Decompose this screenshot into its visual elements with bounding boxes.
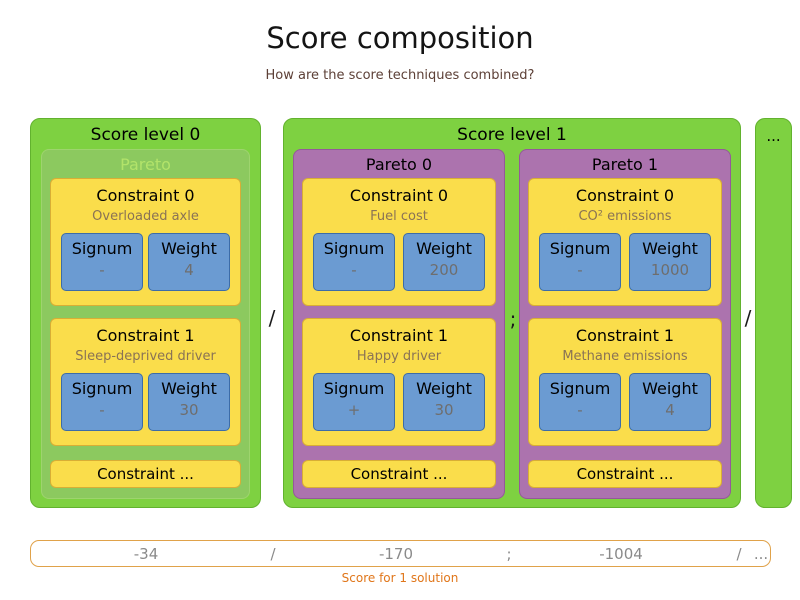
signum-box: Signum - bbox=[61, 373, 143, 431]
score-level-0: Score level 0 Pareto Constraint 0 Overlo… bbox=[30, 118, 261, 508]
constraint-card: Constraint 0 Fuel cost Signum - Weight 2… bbox=[302, 178, 496, 306]
signum-label: Signum bbox=[71, 239, 133, 258]
score-bar-separator: / bbox=[736, 545, 742, 563]
constraint-title: Constraint 1 bbox=[96, 326, 195, 345]
signum-box: Signum - bbox=[61, 233, 143, 291]
signum-label: Signum bbox=[323, 239, 385, 258]
weight-box: Weight 4 bbox=[629, 373, 711, 431]
signum-value: - bbox=[577, 261, 583, 279]
signum-box: Signum - bbox=[539, 233, 621, 291]
score-level-0-label: Score level 0 bbox=[90, 125, 201, 145]
pareto-group-green: Pareto Constraint 0 Overloaded axle Sign… bbox=[41, 149, 250, 499]
more-levels-ellipsis: ... bbox=[766, 127, 781, 145]
constraint-title: Constraint 1 bbox=[575, 326, 675, 345]
constraint-card: Constraint 1 Sleep-deprived driver Signu… bbox=[50, 318, 241, 446]
signum-label: Signum bbox=[323, 379, 385, 398]
pareto-label: Pareto bbox=[120, 155, 171, 174]
constraint-title: Constraint 0 bbox=[349, 186, 449, 205]
constraint-subtitle: Sleep-deprived driver bbox=[75, 349, 216, 364]
diagram-title: Score composition bbox=[266, 21, 534, 55]
weight-label: Weight bbox=[161, 379, 217, 398]
weight-label: Weight bbox=[642, 379, 698, 398]
constraint-title: Constraint 1 bbox=[349, 326, 449, 345]
signum-value: + bbox=[347, 401, 361, 419]
weight-value: 1000 bbox=[650, 261, 690, 279]
weight-label: Weight bbox=[642, 239, 698, 258]
weight-value: 30 bbox=[434, 401, 454, 419]
constraint-card: Constraint 0 CO² emissions Signum - Weig… bbox=[528, 178, 722, 306]
signum-weight-row: Signum + Weight 30 bbox=[303, 364, 495, 431]
weight-label: Weight bbox=[416, 239, 472, 258]
pareto-separator-semicolon: ; bbox=[509, 307, 517, 331]
signum-box: Signum - bbox=[539, 373, 621, 431]
score-bar-ellipsis: ... bbox=[753, 545, 769, 563]
weight-value: 4 bbox=[184, 261, 194, 279]
signum-value: - bbox=[99, 261, 105, 279]
pareto-0-group: Pareto 0 Constraint 0 Fuel cost Signum -… bbox=[293, 149, 505, 499]
signum-weight-row: Signum - Weight 30 bbox=[51, 364, 240, 431]
constraint-subtitle: CO² emissions bbox=[578, 209, 672, 224]
weight-label: Weight bbox=[416, 379, 472, 398]
signum-value: - bbox=[99, 401, 105, 419]
signum-label: Signum bbox=[549, 379, 611, 398]
constraint-title: Constraint 0 bbox=[96, 186, 195, 205]
signum-label: Signum bbox=[71, 379, 133, 398]
score-bar-separator: / bbox=[270, 545, 276, 563]
score-level-1-label: Score level 1 bbox=[457, 125, 567, 145]
pareto-0-label: Pareto 0 bbox=[365, 155, 433, 174]
more-levels-bar: ... bbox=[755, 118, 792, 508]
weight-value: 4 bbox=[665, 401, 675, 419]
constraint-subtitle: Overloaded axle bbox=[92, 209, 199, 224]
signum-weight-row: Signum - Weight 4 bbox=[529, 364, 721, 431]
score-level-1: Score level 1 Pareto 0 Constraint 0 Fuel… bbox=[283, 118, 741, 508]
signum-value: - bbox=[577, 401, 583, 419]
score-bar-value: -1004 bbox=[599, 545, 643, 563]
constraint-title: Constraint 0 bbox=[575, 186, 675, 205]
weight-label: Weight bbox=[161, 239, 217, 258]
pareto-1-group: Pareto 1 Constraint 0 CO² emissions Sign… bbox=[519, 149, 731, 499]
constraint-subtitle: Happy driver bbox=[356, 349, 442, 364]
score-bar-value: -34 bbox=[133, 545, 159, 563]
constraint-more-card: Constraint ... bbox=[302, 460, 496, 488]
signum-weight-row: Signum - Weight 4 bbox=[51, 224, 240, 291]
constraint-card: Constraint 1 Happy driver Signum + Weigh… bbox=[302, 318, 496, 446]
weight-box: Weight 200 bbox=[403, 233, 485, 291]
diagram-subtitle: How are the score techniques combined? bbox=[265, 68, 535, 83]
constraint-more-card: Constraint ... bbox=[528, 460, 722, 488]
signum-box: Signum - bbox=[313, 233, 395, 291]
weight-box: Weight 30 bbox=[403, 373, 485, 431]
weight-box: Weight 4 bbox=[148, 233, 230, 291]
more-levels-separator-slash: / bbox=[744, 306, 752, 330]
pareto-1-label: Pareto 1 bbox=[591, 155, 659, 174]
signum-weight-row: Signum - Weight 200 bbox=[303, 224, 495, 291]
signum-box: Signum + bbox=[313, 373, 395, 431]
score-bar-separator: ; bbox=[506, 545, 512, 563]
weight-value: 30 bbox=[179, 401, 199, 419]
signum-value: - bbox=[351, 261, 357, 279]
weight-box: Weight 30 bbox=[148, 373, 230, 431]
constraint-subtitle: Methane emissions bbox=[562, 349, 688, 364]
score-caption: Score for 1 solution bbox=[341, 571, 459, 585]
signum-label: Signum bbox=[549, 239, 611, 258]
constraint-card: Constraint 1 Methane emissions Signum - … bbox=[528, 318, 722, 446]
weight-box: Weight 1000 bbox=[629, 233, 711, 291]
signum-weight-row: Signum - Weight 1000 bbox=[529, 224, 721, 291]
constraint-subtitle: Fuel cost bbox=[370, 209, 428, 224]
level-separator-slash: / bbox=[268, 306, 276, 330]
weight-value: 200 bbox=[429, 261, 459, 279]
score-bar-value: -170 bbox=[378, 545, 414, 563]
constraint-card: Constraint 0 Overloaded axle Signum - We… bbox=[50, 178, 241, 306]
constraint-more-card: Constraint ... bbox=[50, 460, 241, 488]
score-bar: -34 / -170 ; -1004 / ... bbox=[30, 540, 771, 567]
